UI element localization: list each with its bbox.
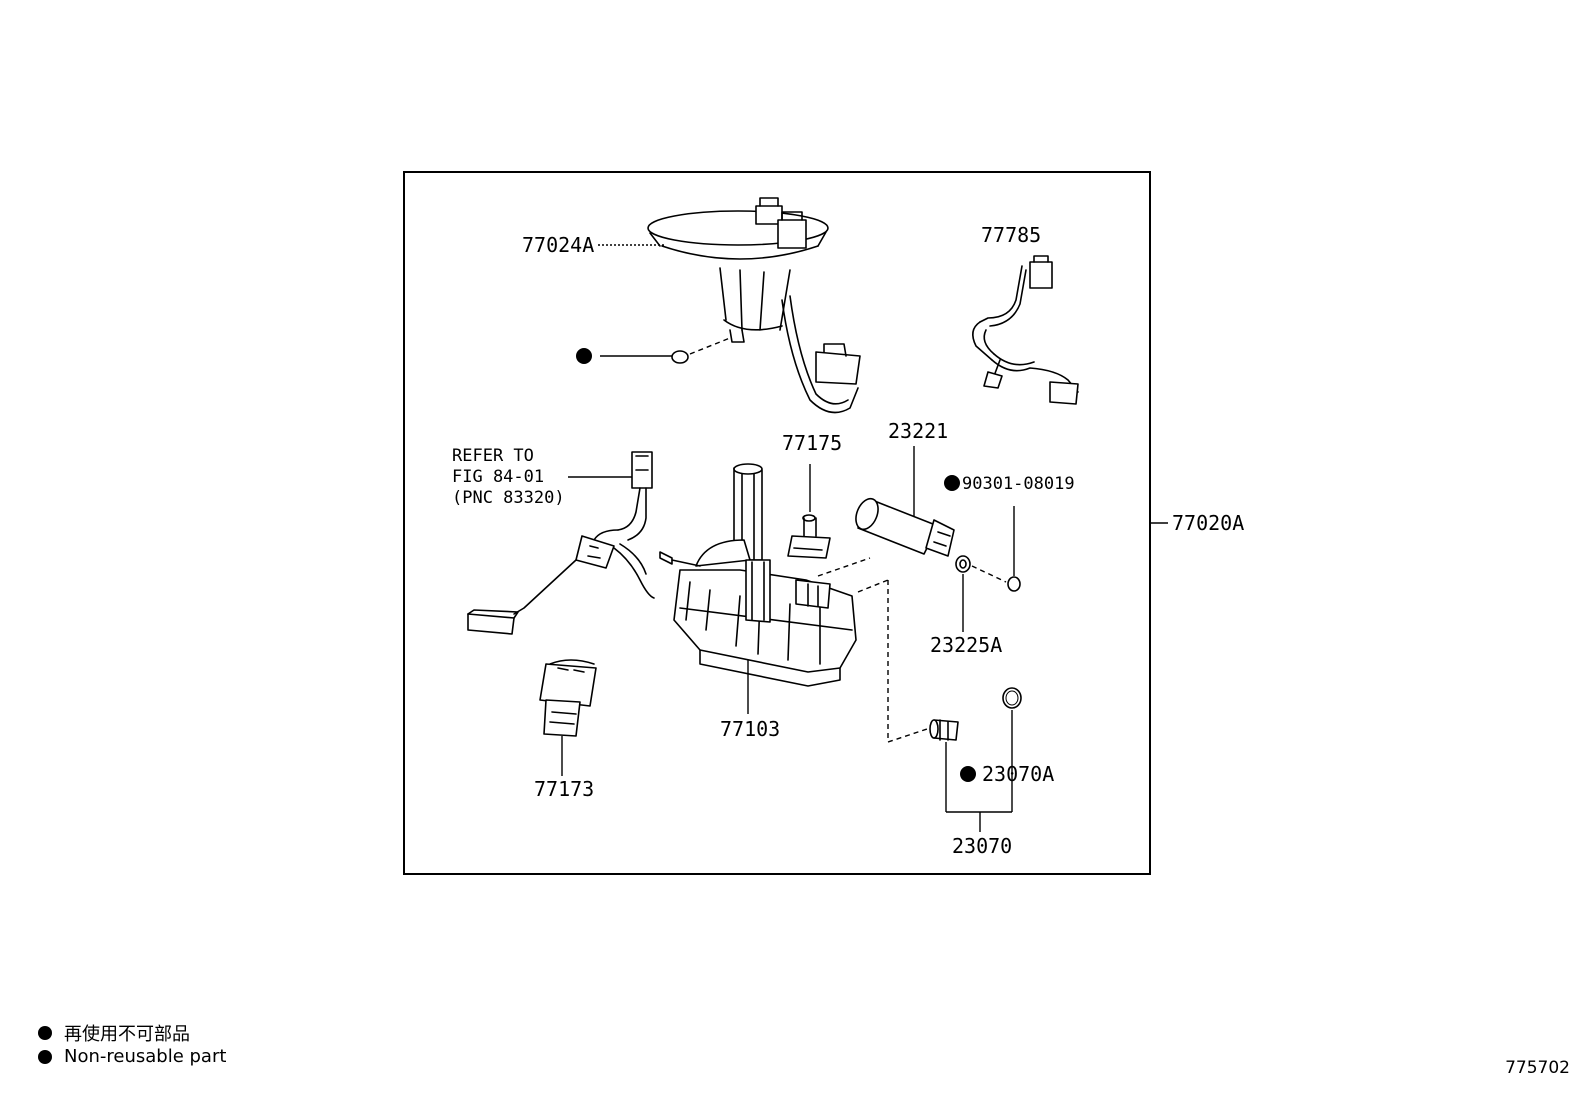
legend-jp-text: 再使用不可部品 [64,1024,190,1045]
flange-gasket[interactable] [671,350,689,364]
dash-valve-c [887,727,931,743]
non-reusable-marker-90301 [944,475,960,491]
callout-23221[interactable]: 23221 [888,419,948,443]
dash-pump-body [817,557,871,577]
part-77024A-flange[interactable] [647,197,861,414]
callout-23070[interactable]: 23070 [952,834,1012,858]
callout-77175[interactable]: 77175 [782,431,842,455]
callout-77785[interactable]: 77785 [981,223,1041,247]
part-77175-retainer[interactable] [787,514,831,559]
callout-77020A[interactable]: 77020A [1172,511,1244,535]
legend-japanese: 再使用不可部品 [38,1020,190,1046]
fuel-sender-gauge[interactable] [467,451,655,635]
non-reusable-marker-23070A [960,766,976,782]
part-77173-bracket[interactable] [539,659,597,737]
callout-77173[interactable]: 77173 [534,777,594,801]
part-90301-08019-o-ring[interactable] [1007,576,1021,592]
refer-line-2: FIG 84-01 [452,467,544,487]
dash-90301 [971,565,1007,583]
figure-number: 775702 [1505,1058,1570,1078]
callout-77024A[interactable]: 77024A [522,233,594,257]
callout-23225A[interactable]: 23225A [930,633,1002,657]
gasket-dash [689,337,731,355]
part-23225A-filter[interactable] [955,555,971,573]
part-23070-regulator[interactable] [929,719,959,741]
legend-bullet-icon [38,1026,52,1040]
part-23221-fuel-pump[interactable] [852,495,955,557]
part-77785-wire-harness[interactable] [972,255,1079,405]
dash-valve-a [857,579,889,593]
legend-en-text: Non-reusable part [64,1046,227,1067]
refer-line-1: REFER TO [452,446,534,466]
callout-23070A[interactable]: 23070A [982,762,1054,786]
part-23070A-o-ring[interactable] [1002,687,1022,709]
legend-english: Non-reusable part [38,1046,226,1067]
refer-line-3: (PNC 83320) [452,488,565,508]
non-reusable-marker-gasket [576,348,592,364]
legend-bullet-icon [38,1049,52,1064]
callout-90301-08019[interactable]: 90301-08019 [962,474,1075,494]
part-77103-pump-body[interactable] [659,463,857,687]
callout-77103[interactable]: 77103 [720,717,780,741]
